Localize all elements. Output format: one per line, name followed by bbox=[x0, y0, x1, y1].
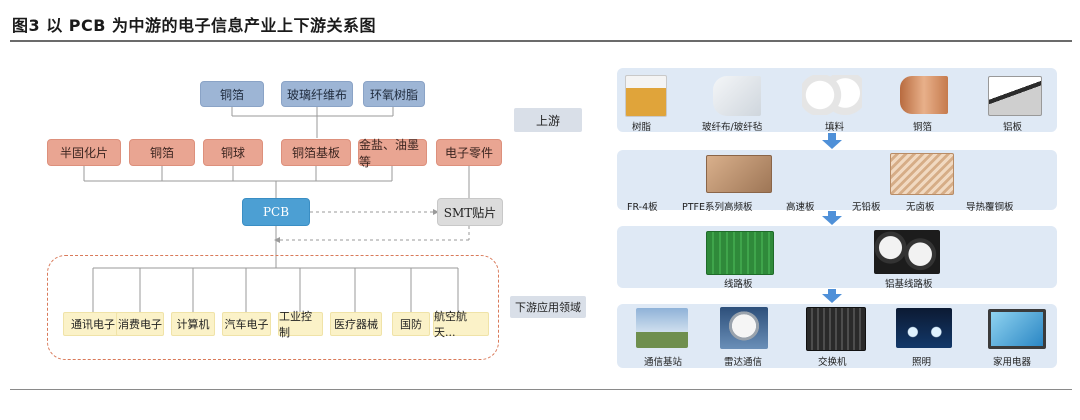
cap-glass-cloth: 玻纤布/玻纤毡 bbox=[702, 122, 763, 133]
bottom-rule bbox=[10, 389, 1072, 390]
glass-cloth-thumb bbox=[713, 76, 761, 116]
app-medical: 医疗器械 bbox=[330, 312, 382, 336]
band-ccl bbox=[617, 150, 1057, 210]
lighting-thumb bbox=[896, 308, 952, 348]
cap-halogenfree: 无卤板 bbox=[906, 202, 935, 213]
appliance-thumb bbox=[988, 309, 1046, 349]
box-prepreg: 半固化片 bbox=[47, 139, 121, 166]
figure-title: 图3 以 PCB 为中游的电子信息产业上下游关系图 bbox=[12, 16, 377, 35]
app-defense: 国防 bbox=[392, 312, 430, 336]
cap-circuit-board: 线路板 bbox=[724, 279, 753, 290]
cap-thermal-ccl: 导热覆铜板 bbox=[966, 202, 1014, 213]
cap-resin: 树脂 bbox=[632, 122, 652, 133]
app-consumer: 消费电子 bbox=[116, 312, 164, 336]
cap-aluminum-pcb: 铝基线路板 bbox=[885, 279, 933, 290]
label-upstream: 上游 bbox=[514, 108, 582, 132]
cap-switch: 交换机 bbox=[818, 357, 847, 368]
top-rule bbox=[10, 40, 1072, 42]
cap-filler: 填料 bbox=[825, 122, 845, 133]
cap-lighting: 照明 bbox=[912, 357, 932, 368]
box-pcb: PCB bbox=[242, 198, 310, 226]
switch-thumb bbox=[806, 307, 866, 351]
cap-ptfe: PTFE系列高频板 bbox=[682, 202, 753, 213]
box-copper-ball: 铜球 bbox=[203, 139, 263, 166]
halogen-free-thumb bbox=[890, 153, 954, 195]
flow-arrow-3-stem bbox=[828, 289, 836, 295]
aluminum-plate-thumb bbox=[988, 76, 1042, 116]
box-smt: SMT贴片 bbox=[437, 198, 503, 226]
downstream-frame bbox=[47, 255, 499, 360]
app-automotive: 汽车电子 bbox=[222, 312, 271, 336]
resin-thumb bbox=[625, 75, 667, 117]
copper-foil-thumb bbox=[900, 76, 948, 114]
label-downstream: 下游应用领域 bbox=[510, 296, 586, 318]
flow-arrow-2-stem bbox=[828, 211, 836, 217]
cap-leadfree: 无铅板 bbox=[852, 202, 881, 213]
cap-base-station: 通信基站 bbox=[644, 357, 683, 368]
box-copper-foil-top: 铜箔 bbox=[200, 81, 264, 107]
box-copper-foil: 铜箔 bbox=[129, 139, 195, 166]
cap-radar: 雷达通信 bbox=[724, 357, 763, 368]
cap-copper-foil: 铜箔 bbox=[913, 122, 933, 133]
filler-thumb bbox=[802, 75, 862, 115]
aluminum-pcb-thumb bbox=[874, 230, 940, 274]
cap-appliance: 家用电器 bbox=[993, 357, 1032, 368]
app-computer: 计算机 bbox=[171, 312, 215, 336]
box-gold-salt-ink: 金盐、油墨等 bbox=[358, 138, 427, 169]
radar-thumb bbox=[720, 307, 768, 349]
flow-arrow-1-head bbox=[822, 140, 842, 149]
box-epoxy-resin: 环氧树脂 bbox=[363, 81, 425, 107]
cap-aluminum: 铝板 bbox=[1003, 122, 1023, 133]
cap-fr4: FR-4板 bbox=[627, 202, 658, 213]
flow-arrow-1-stem bbox=[828, 133, 836, 141]
flow-arrow-2-head bbox=[822, 216, 842, 225]
app-industrial: 工业控制 bbox=[278, 310, 323, 339]
band-pcb bbox=[617, 226, 1057, 288]
flow-arrow-3-head bbox=[822, 294, 842, 303]
app-telecom: 通讯电子 bbox=[63, 312, 123, 336]
box-glass-fiber-cloth: 玻璃纤维布 bbox=[281, 81, 353, 107]
app-aerospace: 航空航天... bbox=[433, 310, 489, 339]
box-ccl: 铜箔基板 bbox=[281, 139, 351, 166]
box-electronic-parts: 电子零件 bbox=[436, 139, 502, 166]
base-station-thumb bbox=[636, 308, 688, 348]
circuit-board-thumb bbox=[706, 231, 774, 275]
fr4-thumb bbox=[706, 155, 772, 193]
cap-highspeed: 高速板 bbox=[786, 202, 815, 213]
